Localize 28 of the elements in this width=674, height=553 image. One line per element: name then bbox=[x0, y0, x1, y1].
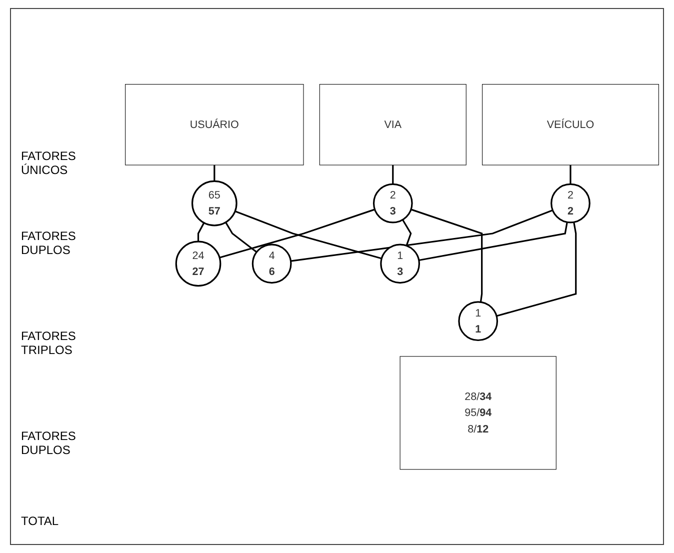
node-box: VIA bbox=[319, 84, 466, 165]
node-circle: 1 3 bbox=[380, 243, 420, 284]
connector bbox=[418, 222, 568, 261]
connector bbox=[219, 208, 376, 258]
node-box: 28/34 95/94 8/12 bbox=[400, 356, 556, 470]
connector bbox=[214, 164, 216, 181]
node-box: USUÁRIO bbox=[125, 84, 304, 165]
level-label: FATORES TRIPLOS bbox=[21, 329, 77, 357]
node-circle: 65 57 bbox=[191, 180, 238, 226]
connector bbox=[290, 209, 553, 262]
node-circle: 24 27 bbox=[175, 240, 222, 286]
connector bbox=[225, 222, 258, 252]
node-box: VEÍCULO bbox=[482, 84, 659, 165]
connector bbox=[496, 222, 577, 316]
row-label: TOTAL bbox=[21, 514, 60, 528]
connector bbox=[402, 218, 412, 246]
level-label: FATORES DUPLOS bbox=[21, 229, 77, 257]
level-label: FATORES ÚNICOS bbox=[21, 149, 77, 177]
connector bbox=[392, 164, 394, 184]
node-circle: 4 6 bbox=[252, 243, 292, 284]
node-circle: 2 2 bbox=[550, 183, 590, 223]
connector bbox=[197, 222, 205, 242]
level-label: FATORES DUPLOS bbox=[21, 429, 77, 457]
connector bbox=[570, 164, 572, 184]
connector bbox=[234, 210, 382, 259]
node-circle: 1 1 bbox=[458, 300, 498, 341]
node-circle: 2 3 bbox=[372, 183, 413, 223]
connector bbox=[410, 208, 483, 302]
